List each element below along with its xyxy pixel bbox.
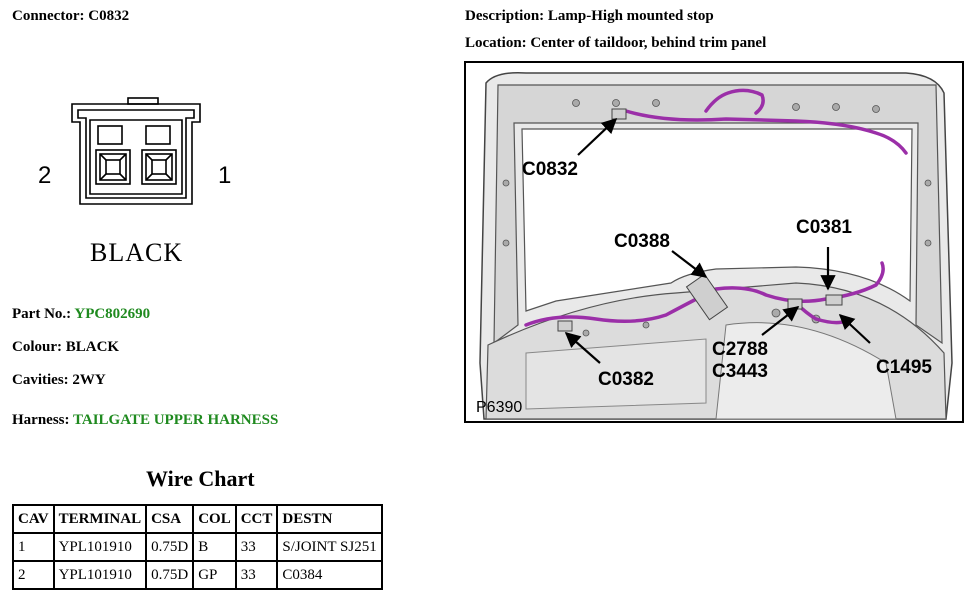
callout-c3443: C3443 [712,361,768,382]
callout-c2788: C2788 [712,339,768,360]
table-header-row: CAV TERMINAL CSA COL CCT DESTN [12,504,383,534]
cell-col: B [192,532,237,562]
col-header-cav: CAV [12,504,55,534]
part-no-line: Part No.: YPC802690 [12,306,150,323]
wire-chart-title: Wire Chart [146,466,255,491]
harness-line: Harness: TAILGATE UPPER HARNESS [12,412,278,429]
location-line: Location: Center of taildoor, behind tri… [465,35,766,52]
cavities-line: Cavities: 2WY [12,372,106,389]
connector-colour-caption: BLACK [90,238,184,267]
connector-face-diagram [71,97,201,205]
cell-terminal: YPL101910 [52,560,148,590]
table-row: 1 YPL101910 0.75D B 33 S/JOINT SJ251 [12,532,383,562]
col-header-terminal: TERMINAL [52,504,148,534]
callout-c0388: C0388 [614,231,670,252]
pin-number-1: 1 [218,162,232,189]
col-header-csa: CSA [145,504,195,534]
harness-label: Harness: [12,412,70,428]
colour-value: BLACK [65,339,120,355]
location-illustration: C0832 C0388 C0381 C2788 C3443 C1495 C038… [464,61,964,423]
location-value: Center of taildoor, behind trim panel [530,35,767,51]
figure-reference: P6390 [476,399,523,416]
harness-value: TAILGATE UPPER HARNESS [72,412,279,428]
col-header-col: COL [192,504,237,534]
connector-value: C0832 [88,8,130,24]
cell-cav: 2 [12,560,55,590]
cell-terminal: YPL101910 [52,532,148,562]
description-value: Lamp-High mounted stop [547,8,714,24]
colour-line: Colour: BLACK [12,339,119,356]
callout-c0381: C0381 [796,217,852,238]
taildoor-drawing [479,71,953,420]
col-header-cct: CCT [234,504,279,534]
pin-number-2: 2 [38,162,52,189]
colour-label: Colour: [12,339,62,355]
cell-destn: S/JOINT SJ251 [276,532,383,562]
cell-destn: C0384 [276,560,383,590]
col-header-destn: DESTN [276,504,383,534]
table-row: 2 YPL101910 0.75D GP 33 C0384 [12,560,383,590]
description-label: Description: [465,8,545,24]
part-no-value: YPC802690 [74,306,151,322]
cell-csa: 0.75D [145,560,195,590]
cell-cct: 33 [234,532,279,562]
cell-csa: 0.75D [145,532,195,562]
callout-c1495: C1495 [876,357,932,378]
cell-cav: 1 [12,532,55,562]
cell-col: GP [192,560,237,590]
part-no-label: Part No.: [12,306,72,322]
connector-line: Connector: C0832 [12,8,129,25]
cavities-label: Cavities: [12,372,69,388]
callout-c0832: C0832 [522,159,578,180]
cavities-value: 2WY [72,372,106,388]
connector-label: Connector: [12,8,85,24]
callout-c0382: C0382 [598,369,654,390]
location-label: Location: [465,35,527,51]
wire-chart-table: CAV TERMINAL CSA COL CCT DESTN 1 YPL1019… [12,504,383,590]
cell-cct: 33 [234,560,279,590]
description-line: Description: Lamp-High mounted stop [465,8,714,25]
